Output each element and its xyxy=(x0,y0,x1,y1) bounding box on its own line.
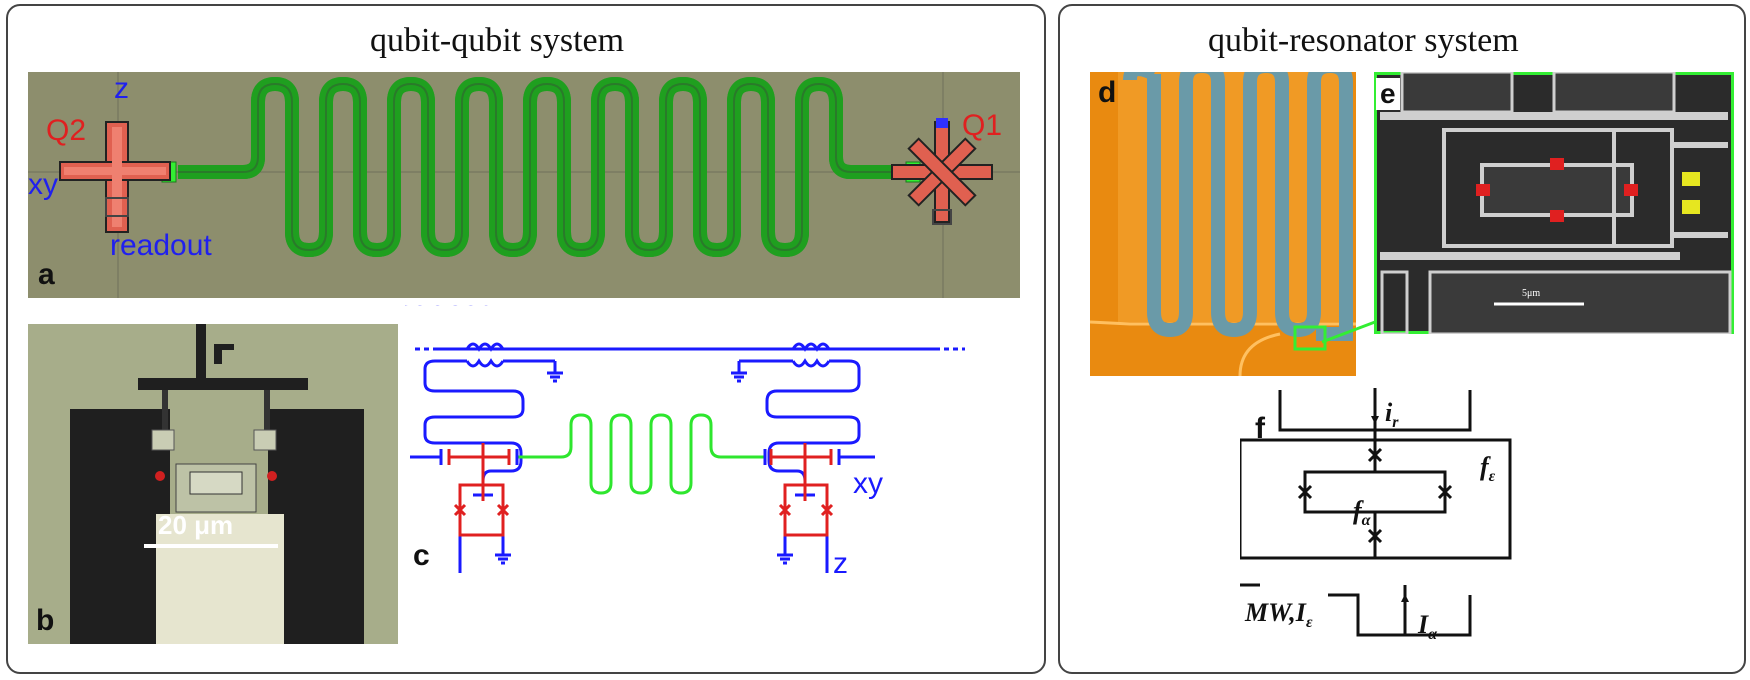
star-qubit-icon xyxy=(891,118,993,225)
xy-label-c: xy xyxy=(853,467,883,500)
josephson-junction-icon xyxy=(447,443,834,537)
panel-a-micrograph: a Q2 z xy readout Q1 xyxy=(28,72,1020,298)
panel-b-micrograph: 20 μm b xyxy=(28,324,398,644)
panel-c-circuit: readout xy z c xyxy=(405,305,965,580)
zoom-connector xyxy=(1321,320,1376,344)
readout-label-c: readout xyxy=(405,305,489,312)
ia-label: Iα xyxy=(1418,610,1437,644)
fe-label: fε xyxy=(1480,452,1496,486)
panel-d-letter: d xyxy=(1098,76,1116,109)
xy-label: xy xyxy=(28,168,58,201)
panel-e-scale: 5μm xyxy=(1522,288,1540,299)
z-label: z xyxy=(114,72,129,105)
mw-label: MW,Iε xyxy=(1245,598,1313,632)
inductor-icon xyxy=(465,342,505,352)
panel-f-letter: f xyxy=(1255,412,1265,445)
q1-label: Q1 xyxy=(962,109,1002,142)
panel-d-chip-image: d xyxy=(1090,72,1356,376)
cross-qubit-icon xyxy=(59,121,171,233)
readout-label-a: readout xyxy=(110,229,212,262)
ir-label: ir xyxy=(1385,398,1399,432)
fa-label: fα xyxy=(1353,496,1371,530)
panel-b-letter: b xyxy=(36,604,54,637)
panel-a-letter: a xyxy=(38,258,55,291)
panel-e-sem-image: 5μm xyxy=(1374,72,1734,334)
qubit-qubit-title: qubit-qubit system xyxy=(370,22,625,59)
q2-label: Q2 xyxy=(46,114,86,147)
panel-c-letter: c xyxy=(413,539,430,572)
panel-f-circuit xyxy=(1240,388,1512,637)
panel-b-scale: 20 μm xyxy=(158,510,233,540)
panel-e-letter: e xyxy=(1376,78,1400,110)
z-label-c: z xyxy=(833,547,848,580)
qubit-resonator-title: qubit-resonator system xyxy=(1208,22,1519,59)
